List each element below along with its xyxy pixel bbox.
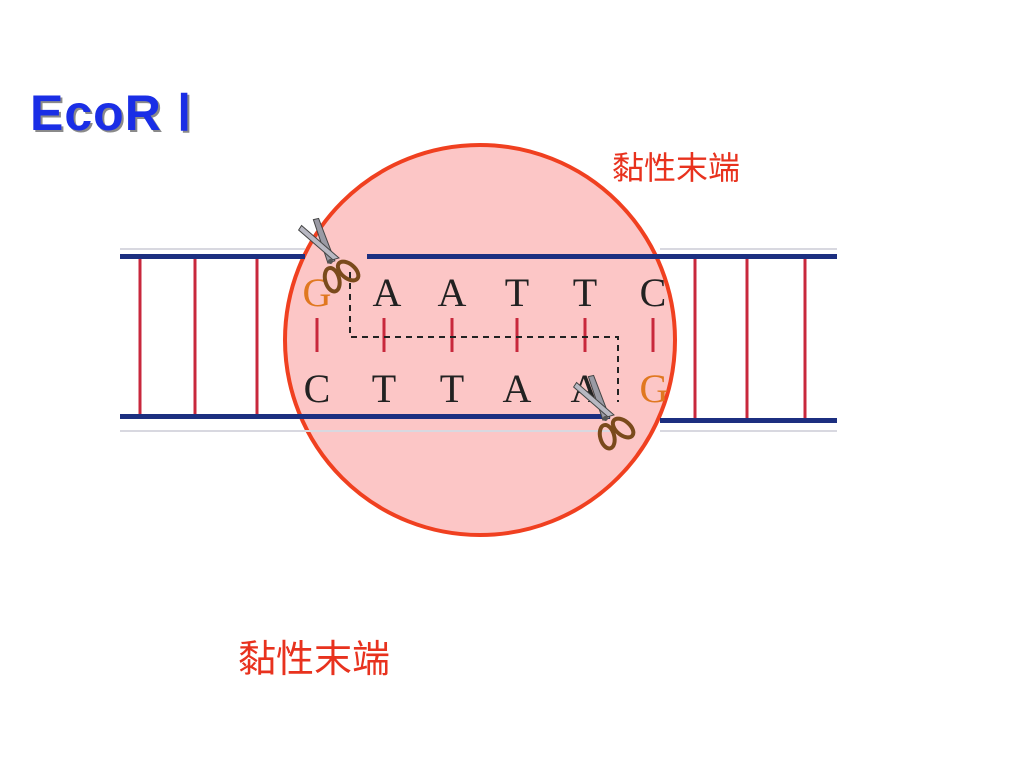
base-letter: T [440, 366, 464, 411]
base-letter: G [303, 270, 332, 315]
base-pair-rungs [138, 259, 807, 418]
base-letter: T [573, 270, 597, 315]
site-rungs [315, 318, 655, 352]
recognition-site-circle [283, 143, 677, 537]
scissors-icon [297, 217, 361, 294]
base-letter: C [640, 270, 667, 315]
scissors-icon [572, 374, 636, 451]
sticky-end-label-top: 黏性末端 [612, 149, 741, 187]
base-letter: A [438, 270, 467, 315]
base-letter: T [505, 270, 529, 315]
bottom-backbone [120, 414, 837, 432]
cut-path [349, 272, 619, 402]
page-title: EcoR Ⅰ [30, 85, 193, 141]
base-letter: A [503, 366, 532, 411]
top-backbone [120, 248, 837, 259]
base-letter: G [640, 366, 669, 411]
base-letter: C [304, 366, 331, 411]
base-letter: A [373, 270, 402, 315]
sticky-end-label-bottom: 黏性末端 [238, 637, 391, 681]
bottom-strand-bases: C T T A A G [304, 366, 669, 411]
top-strand-bases: G A A T T C [303, 270, 667, 315]
base-letter: T [372, 366, 396, 411]
